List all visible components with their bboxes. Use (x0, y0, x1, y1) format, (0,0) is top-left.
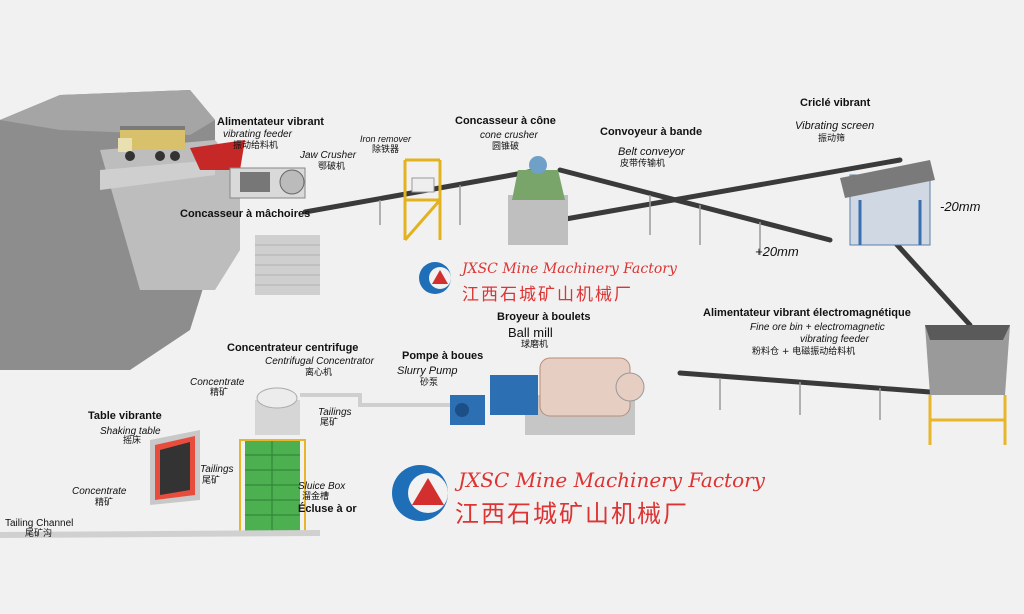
jxsc-logo-icon-bottom (392, 465, 448, 521)
jaw-crusher-label-fr: Concasseur à mâchoires (180, 208, 311, 220)
st-concentrate-label-zh: 精矿 (95, 498, 114, 508)
brand-name-zh-top: 江西石城矿山机械厂 (462, 285, 633, 305)
jaw-crusher-label-zh: 鄂破机 (318, 162, 346, 172)
tailing-channel-label-zh: 尾矿沟 (25, 529, 53, 539)
vibrating-screen-label-zh: 振动筛 (818, 134, 846, 144)
st-concentrate-label-en: Concentrate (72, 486, 127, 497)
sluice-box-label-fr: Écluse à or (298, 503, 357, 515)
tailing-channel-shape (0, 530, 320, 538)
dump-truck (118, 126, 185, 161)
cone-crusher-shape (508, 156, 568, 245)
st-tailings-label-zh: 尾矿 (202, 476, 221, 486)
cone-crusher-label-en: cone crusher (480, 130, 538, 141)
brand-name-en-bottom: JXSC Mine Machinery Factory (458, 468, 765, 492)
belt-conveyor-label-zh: 皮带传输机 (620, 159, 666, 169)
iron-remover-label-en: Iron remover (360, 134, 412, 144)
ball-mill-label-zh: 球磨机 (521, 340, 549, 350)
cc-concentrate-label-en: Concentrate (190, 377, 245, 388)
iron-remover-label-zh: 除铁器 (372, 145, 400, 155)
shaking-table-shape (150, 430, 200, 505)
shaking-table-label-fr: Table vibrante (88, 410, 162, 422)
slurry-pump-shape (450, 395, 485, 425)
jaw-crusher-shape (229, 167, 306, 199)
sluice-box-label-zh: 溜金槽 (302, 492, 330, 502)
vibrating-feeder-shape (190, 140, 245, 170)
fine-ore-bin-label-zh: 粉料仓 + 电磁振动给料机 (752, 347, 856, 357)
cone-crusher-label-zh: 圆锥破 (492, 142, 520, 152)
shaking-table-label-en: Shaking table (100, 426, 161, 437)
vibrating-screen-label-fr: Criclé vibrant (800, 97, 871, 109)
cone-crusher-label-fr: Concasseur à cône (455, 115, 556, 127)
iron-remover-tower (403, 158, 442, 241)
belt-conveyor-label-en: Belt conveyor (618, 146, 685, 158)
fine-ore-bin-shape (925, 325, 1010, 445)
cc-concentrate-label-zh: 精矿 (210, 388, 229, 398)
st-tailings-label-en: Tailings (200, 464, 234, 475)
slurry-pump-label-fr: Pompe à boues (402, 350, 484, 362)
fine-ore-bin-label-fr: Alimentateur vibrant électromagnétique (703, 307, 911, 319)
stairs (255, 235, 320, 295)
slurry-pipe (300, 393, 450, 407)
sluice-box-shape (239, 439, 306, 536)
centrifugal-concentrator-label-zh: 离心机 (305, 368, 333, 378)
slurry-pump-label-en: Slurry Pump (397, 365, 458, 377)
slurry-pump-label-zh: 砂泵 (420, 378, 439, 388)
shaking-table-label-zh: 摇床 (123, 436, 142, 446)
sluice-box-label-en: Sluice Box (298, 481, 346, 492)
ball-mill-shape (490, 357, 645, 435)
brand-name-en-top: JXSC Mine Machinery Factory (462, 261, 677, 277)
size-minus-label: -20mm (940, 199, 981, 214)
jxsc-logo-icon-top (419, 262, 451, 294)
tailing-channel-label-en: Tailing Channel (5, 518, 74, 529)
vibrating-screen-shape (840, 160, 935, 246)
centrifugal-concentrator-shape (255, 387, 300, 435)
centrifugal-concentrator-label-en: Centrifugal Concentrator (265, 356, 374, 367)
belt-conveyor-label-fr: Convoyeur à bande (600, 126, 703, 138)
vibrating-screen-label-en: Vibrating screen (795, 120, 875, 132)
vibrating-feeder-label-fr: Alimentateur vibrant (217, 116, 324, 128)
vibrating-feeder-label-zh: 振动给料机 (233, 141, 279, 151)
size-plus-label: +20mm (755, 244, 799, 259)
cc-tailings-label-en: Tailings (318, 407, 352, 418)
brand-name-zh-bottom: 江西石城矿山机械厂 (455, 500, 689, 528)
fine-ore-bin-label-en1: Fine ore bin + electromagnetic (750, 322, 885, 333)
conveyor-supports (379, 185, 881, 420)
fine-ore-bin-label-en2: vibrating feeder (800, 334, 869, 345)
ball-mill-label-en: Ball mill (508, 325, 553, 340)
centrifugal-concentrator-label-fr: Concentrateur centrifuge (227, 342, 359, 354)
ball-mill-label-fr: Broyeur à boulets (497, 311, 591, 323)
cc-tailings-label-zh: 尾矿 (320, 418, 339, 428)
vibrating-feeder-label-en: vibrating feeder (223, 129, 292, 140)
jaw-crusher-label-en: Jaw Crusher (300, 150, 357, 161)
